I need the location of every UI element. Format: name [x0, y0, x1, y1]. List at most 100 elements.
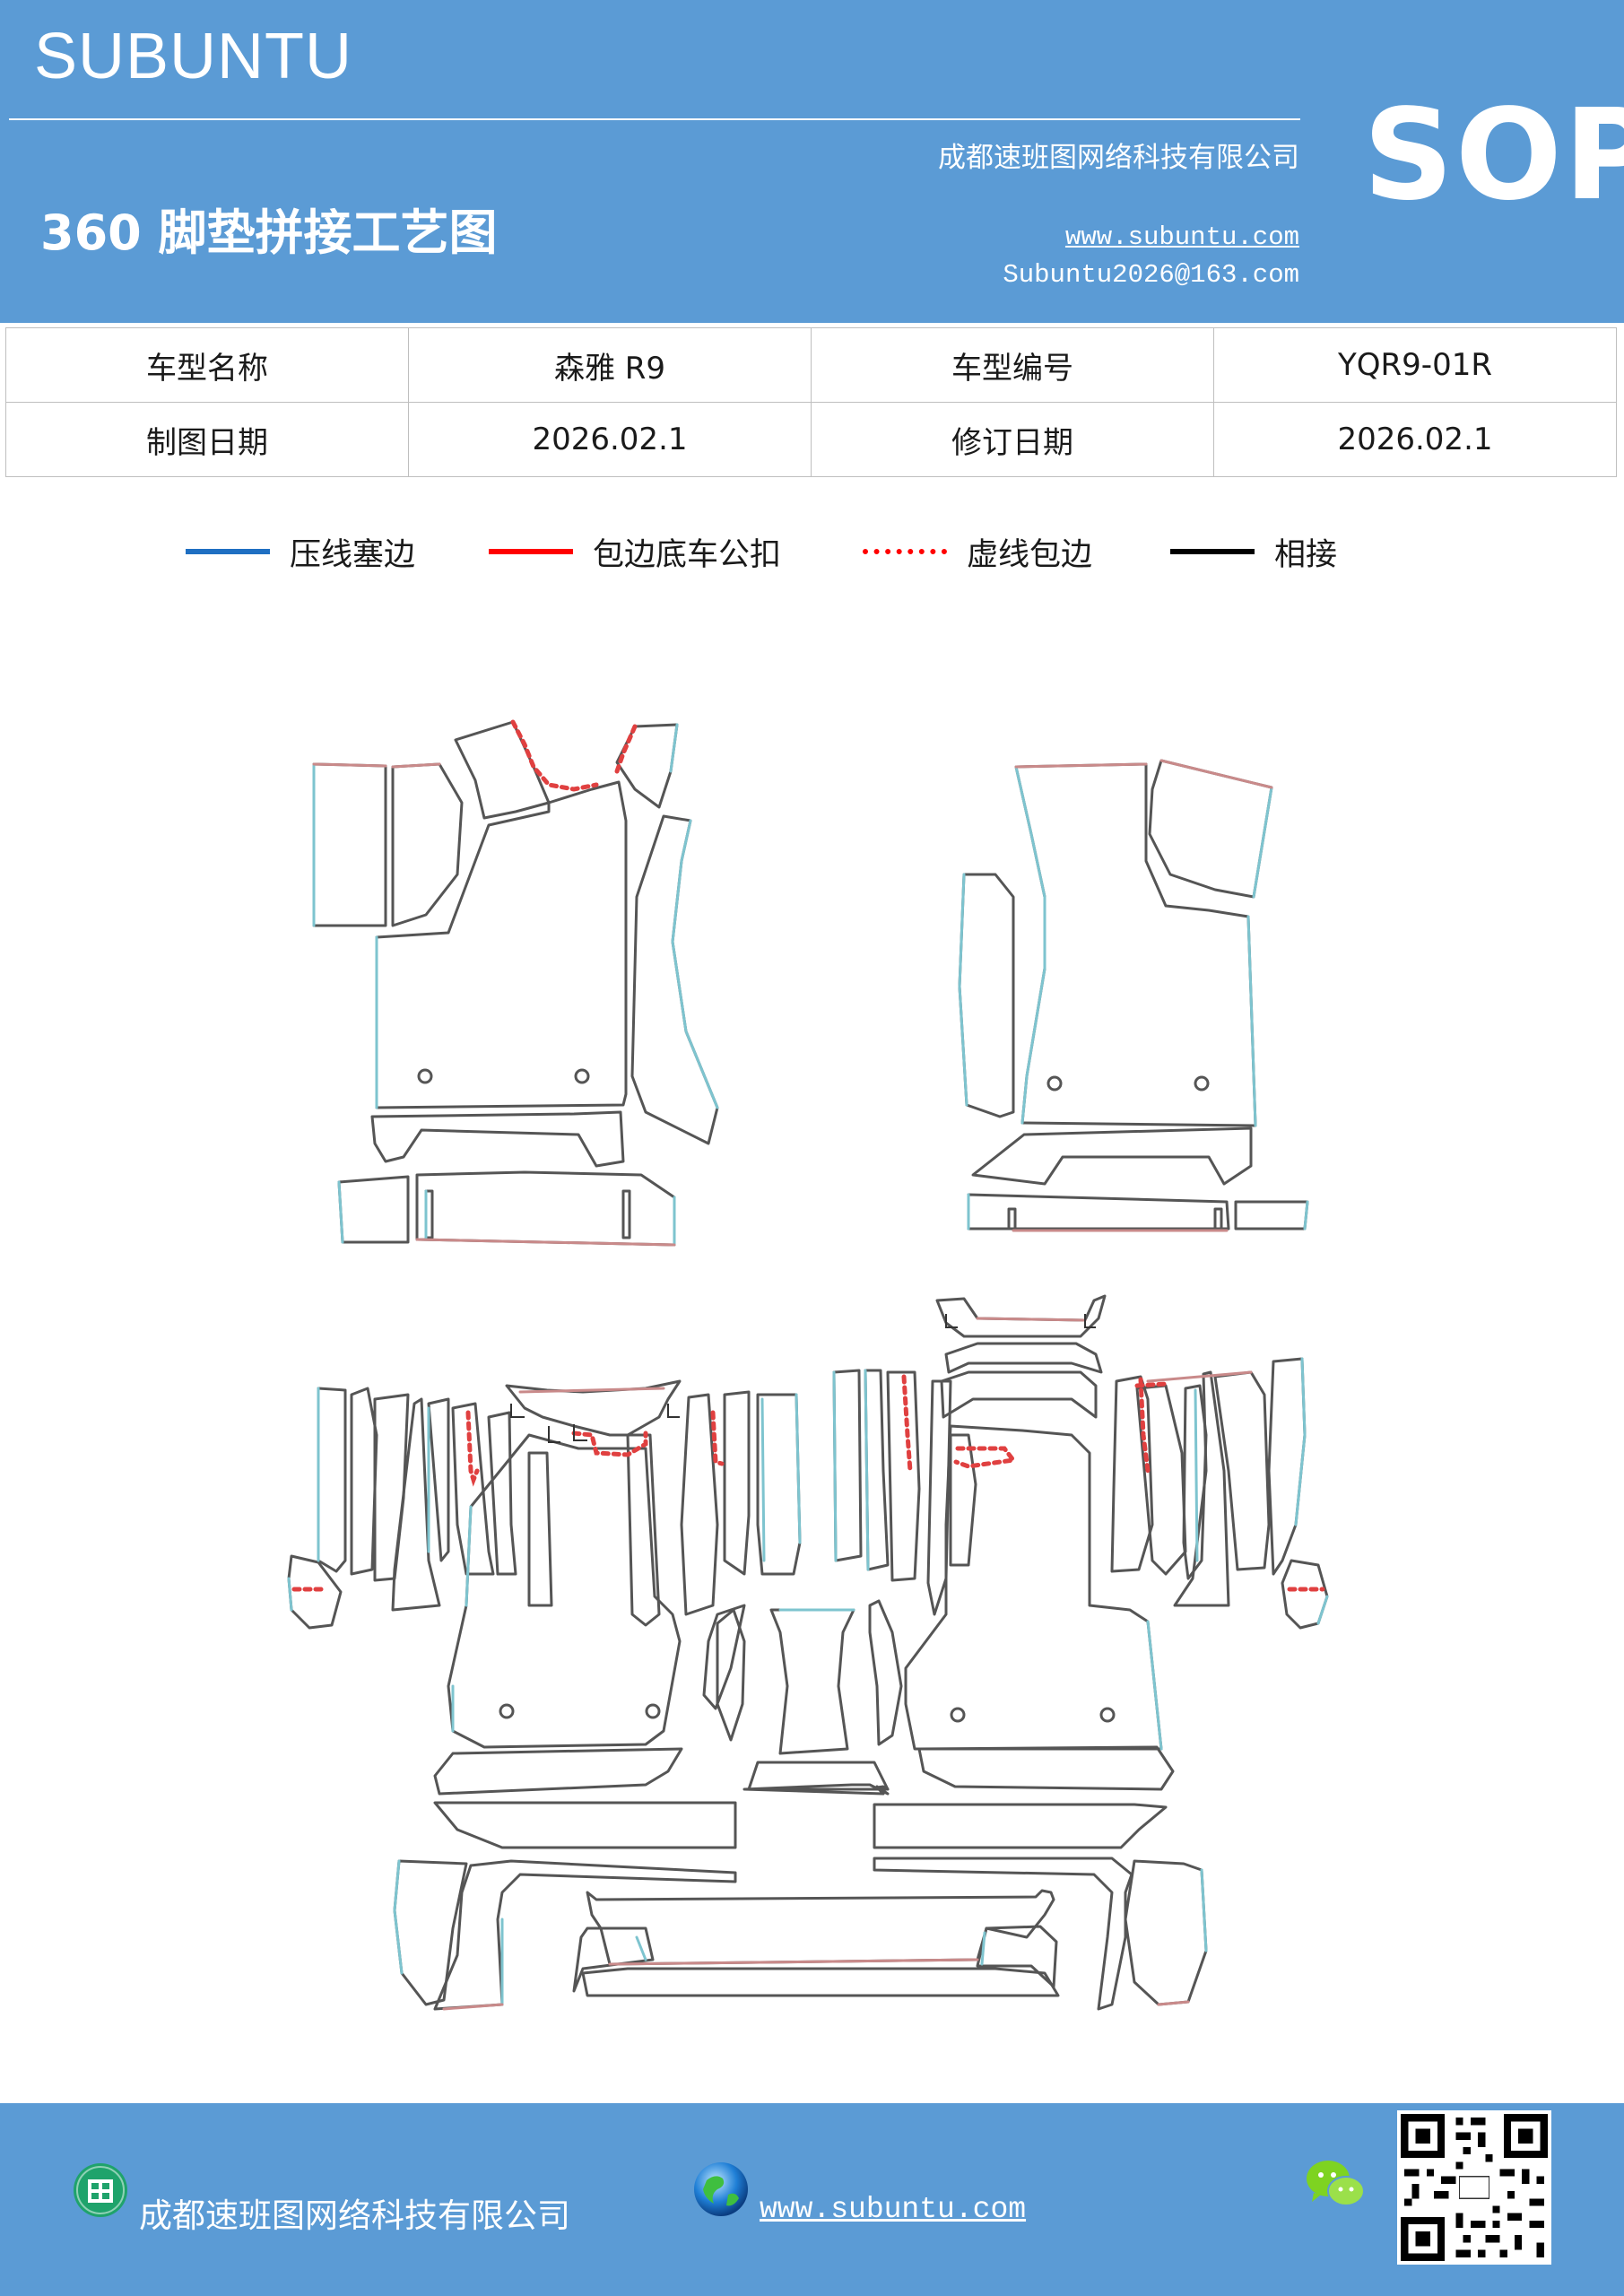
mat-piece [433, 1859, 737, 2011]
header-banner: SUBUNTU 成都速班图网络科技有限公司 360 脚垫拼接工艺图 www.su… [0, 0, 1624, 323]
mat-slot [621, 1189, 631, 1239]
legend-swatch [1170, 549, 1255, 554]
line-legend: 压线塞边 包边底车公扣 虚线包边 相接 [0, 525, 1624, 578]
company-name: 成都速班图网络科技有限公司 [938, 142, 1299, 174]
legend-label: 相接 [1274, 536, 1338, 573]
table-cell: 车型名称 [5, 327, 409, 403]
email-address: Subuntu2026@163.com [1003, 260, 1299, 290]
mat-piece [1234, 1200, 1309, 1231]
legend-item-dotted: 虚线包边 [863, 525, 1092, 578]
mat-piece [769, 1608, 855, 1755]
mat-piece [1281, 1559, 1329, 1630]
mat-piece [1182, 1384, 1208, 1580]
blue-edge [864, 1369, 870, 1571]
rear-center-mat-group [572, 1608, 1060, 1997]
red-edge [1146, 1370, 1253, 1383]
legend-label: 压线塞边 [290, 536, 416, 573]
mat-piece [454, 720, 551, 820]
blue-edge [1246, 915, 1257, 1127]
mat-piece [451, 1402, 495, 1576]
dotted-edge [953, 1446, 1018, 1469]
red-edge [608, 1958, 979, 1966]
rear-right-mat-group [832, 1294, 1329, 2011]
mat-piece [581, 1967, 1060, 1997]
mat-piece [287, 1554, 343, 1630]
mat-hole [1046, 1075, 1063, 1091]
mat-hole [950, 1707, 966, 1723]
dotted-edge [901, 1374, 913, 1474]
mat-piece [433, 1747, 683, 1796]
mat-piece [393, 1859, 468, 2006]
table-cell: 制图日期 [5, 402, 409, 477]
table-cell: 车型编号 [811, 327, 1214, 403]
mat-piece [391, 1397, 441, 1612]
table-cell: 森雅 R9 [408, 327, 812, 403]
legend-label: 虚线包边 [967, 536, 1093, 573]
header-divider [9, 118, 1300, 120]
blue-edge [465, 1505, 473, 1607]
mat-piece [1148, 759, 1273, 899]
company-icon [74, 2163, 127, 2217]
red-edge [415, 1238, 676, 1247]
footer-website-link[interactable]: www.subuntu.com [760, 2193, 1027, 2226]
junction-mark [1084, 1314, 1096, 1328]
blue-edge [1294, 1357, 1307, 1526]
blue-edge [1316, 1595, 1329, 1625]
red-edge [312, 762, 387, 768]
mat-hole [645, 1703, 661, 1719]
mat-piece [702, 1604, 746, 1710]
blue-edge [671, 819, 719, 1109]
blue-edge [1014, 765, 1046, 1125]
floor-mat-diagram [287, 719, 1329, 2011]
mat-hole [499, 1703, 515, 1719]
mat-piece [868, 1599, 903, 1746]
mat-piece [680, 1393, 719, 1616]
blue-edge [958, 873, 968, 1107]
mat-hole [417, 1068, 433, 1084]
mat-piece [427, 1397, 450, 1562]
table-cell: YQR9-01R [1213, 327, 1617, 403]
front-right-mat-group [958, 759, 1309, 1231]
red-edge [391, 762, 441, 769]
red-edge [518, 1387, 665, 1394]
mat-piece [1110, 1375, 1154, 1573]
blue-edge [980, 1931, 986, 1966]
blue-edge [1200, 1868, 1208, 1952]
mat-hole [574, 1068, 590, 1084]
red-edge [1159, 759, 1273, 789]
mat-piece [940, 1370, 1098, 1419]
mat-piece [917, 1745, 1175, 1791]
mat-piece [1213, 1370, 1271, 1571]
vehicle-info-table: 车型名称 森雅 R9 车型编号 YQR9-01R 制图日期 2026.02.1 … [5, 327, 1617, 477]
junction-mark [510, 1404, 525, 1418]
blue-edge [795, 1393, 802, 1544]
junction-mark [573, 1424, 587, 1441]
table-cell: 2026.02.1 [408, 402, 812, 477]
dotted-edge [1134, 1381, 1168, 1388]
mat-piece [716, 1608, 746, 1742]
mat-piece [949, 1433, 977, 1567]
mat-piece [873, 1857, 1133, 2011]
table-row: 车型名称 森雅 R9 车型编号 YQR9-01R [5, 327, 1617, 403]
mat-piece [350, 1387, 378, 1576]
legend-swatch [863, 549, 947, 554]
blue-edge [635, 1935, 647, 1961]
legend-item-blue: 压线塞边 [186, 525, 415, 578]
blue-edge [669, 723, 679, 773]
website-link[interactable]: www.subuntu.com [1064, 222, 1299, 252]
table-cell: 修订日期 [811, 402, 1214, 477]
mat-piece [527, 1451, 553, 1607]
blue-edge [393, 1859, 404, 1975]
red-edge [976, 1317, 1087, 1322]
mat-slot [1213, 1207, 1223, 1231]
dotted-edge [510, 719, 599, 792]
mat-piece [935, 1294, 1107, 1338]
junction-mark [667, 1404, 680, 1418]
mat-piece [370, 1110, 625, 1168]
wechat-icon [1307, 2161, 1365, 2206]
mat-piece [1173, 1370, 1230, 1607]
legend-item-black: 相接 [1170, 525, 1337, 578]
mat-piece [747, 1761, 890, 1791]
document-title: 360 脚垫拼接工艺图 [40, 204, 498, 261]
red-edge [1157, 2000, 1190, 2006]
